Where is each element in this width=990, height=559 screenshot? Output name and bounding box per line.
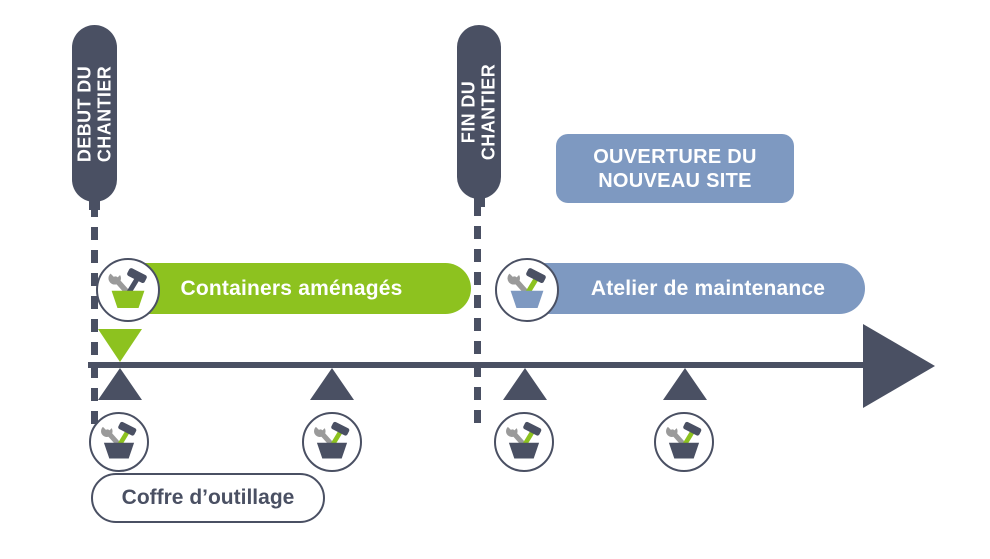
phase-pill-atelier: Atelier de maintenance bbox=[521, 263, 865, 314]
axis-triangle-icon-4 bbox=[663, 368, 707, 400]
legend-label: Coffre d’outillage bbox=[121, 486, 295, 509]
phase-containers-toolbox-icon bbox=[96, 258, 160, 322]
phase-atelier-label: Atelier de maintenance bbox=[590, 276, 826, 300]
toolbox-basket bbox=[111, 290, 145, 308]
axis-triangle-icon-3 bbox=[503, 368, 547, 400]
end-milestone-label-line1: FIN DU bbox=[458, 80, 479, 144]
toolbox-basket bbox=[510, 290, 544, 308]
start-milestone-label-line2: CHANTIER bbox=[93, 65, 114, 162]
end-milestone-label-line2: CHANTIER bbox=[478, 63, 498, 161]
start-marker-down-triangle-icon bbox=[98, 329, 142, 362]
toolbox-icon bbox=[665, 419, 702, 459]
toolbox-icon bbox=[100, 419, 137, 459]
start-milestone-label-line1: DEBUT DU bbox=[73, 65, 94, 162]
phase-containers-label: Containers aménagés bbox=[180, 276, 403, 300]
end-milestone-pill: FIN DU CHANTIER bbox=[457, 25, 502, 207]
end-milestone-label: FIN DU CHANTIER bbox=[457, 27, 502, 197]
toolbox-marker-icon-1 bbox=[89, 412, 149, 472]
timeline-axis bbox=[88, 362, 870, 368]
toolbox-marker-icon-4 bbox=[654, 412, 714, 472]
toolbox-marker-icon-3 bbox=[494, 412, 554, 472]
axis-triangle-icon-1 bbox=[98, 368, 142, 400]
start-dashed-line bbox=[91, 204, 98, 432]
start-milestone-label: DEBUT DU CHANTIER bbox=[72, 29, 117, 199]
toolbox-basket bbox=[316, 442, 348, 459]
toolbox-icon bbox=[505, 419, 542, 459]
toolbox-basket bbox=[103, 442, 135, 459]
phase-pill-containers: Containers aménagés bbox=[112, 263, 471, 314]
timeline-arrowhead-icon bbox=[863, 324, 935, 408]
toolbox-basket bbox=[508, 442, 540, 459]
opening-badge-line1: OUVERTURE DU bbox=[593, 145, 757, 168]
toolbox-marker-icon-2 bbox=[302, 412, 362, 472]
end-dashed-line bbox=[474, 203, 481, 432]
toolbox-icon bbox=[107, 265, 147, 308]
legend-box: Coffre d’outillage bbox=[91, 473, 325, 523]
toolbox-basket bbox=[668, 442, 700, 459]
opening-badge: OUVERTURE DU NOUVEAU SITE bbox=[556, 134, 794, 203]
end-pill-connector bbox=[473, 197, 485, 207]
toolbox-icon bbox=[506, 265, 546, 308]
axis-triangle-icon-2 bbox=[310, 368, 354, 400]
phase-atelier-toolbox-icon bbox=[495, 258, 559, 322]
start-milestone-pill: DEBUT DU CHANTIER bbox=[72, 25, 117, 210]
toolbox-icon bbox=[313, 419, 350, 459]
opening-badge-line2: NOUVEAU SITE bbox=[598, 169, 752, 192]
